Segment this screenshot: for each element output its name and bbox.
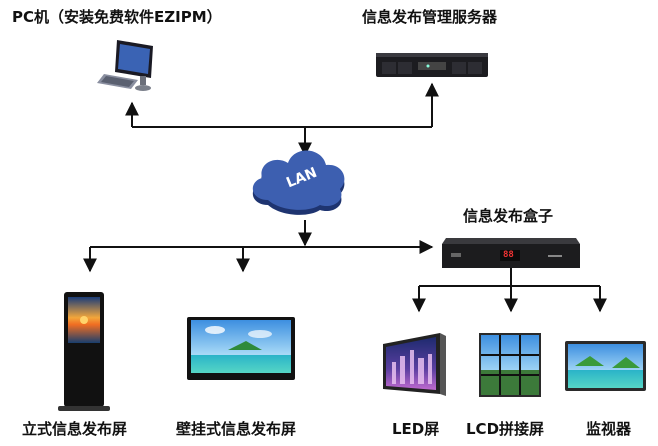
server-label: 信息发布管理服务器 [362,8,498,26]
wall-tv-icon [187,317,295,380]
video-wall-icon [479,333,541,397]
monitor-label: 监视器 [586,420,632,438]
led-label: LED屏 [392,420,440,438]
kiosk-label: 立式信息发布屏 [22,420,128,438]
player-box-label: 信息发布盒子 [463,207,554,225]
monitor-icon [565,341,646,391]
wall-display-label: 壁挂式信息发布屏 [176,420,297,438]
desktop-computer-icon [97,40,153,91]
rack-server-icon [376,53,488,77]
lan-cloud-icon [252,150,345,215]
top-connector [125,82,439,157]
box-connector [412,268,607,313]
player-box-display: 88 [503,250,514,260]
media-player-box-icon [442,238,580,268]
lan-connector [83,220,434,273]
pc-label: PC机（安装免费软件EZIPM） [12,8,222,26]
lcd-splice-label: LCD拼接屏 [466,420,545,438]
standing-kiosk-icon [58,292,110,411]
led-panel-icon [383,333,446,396]
